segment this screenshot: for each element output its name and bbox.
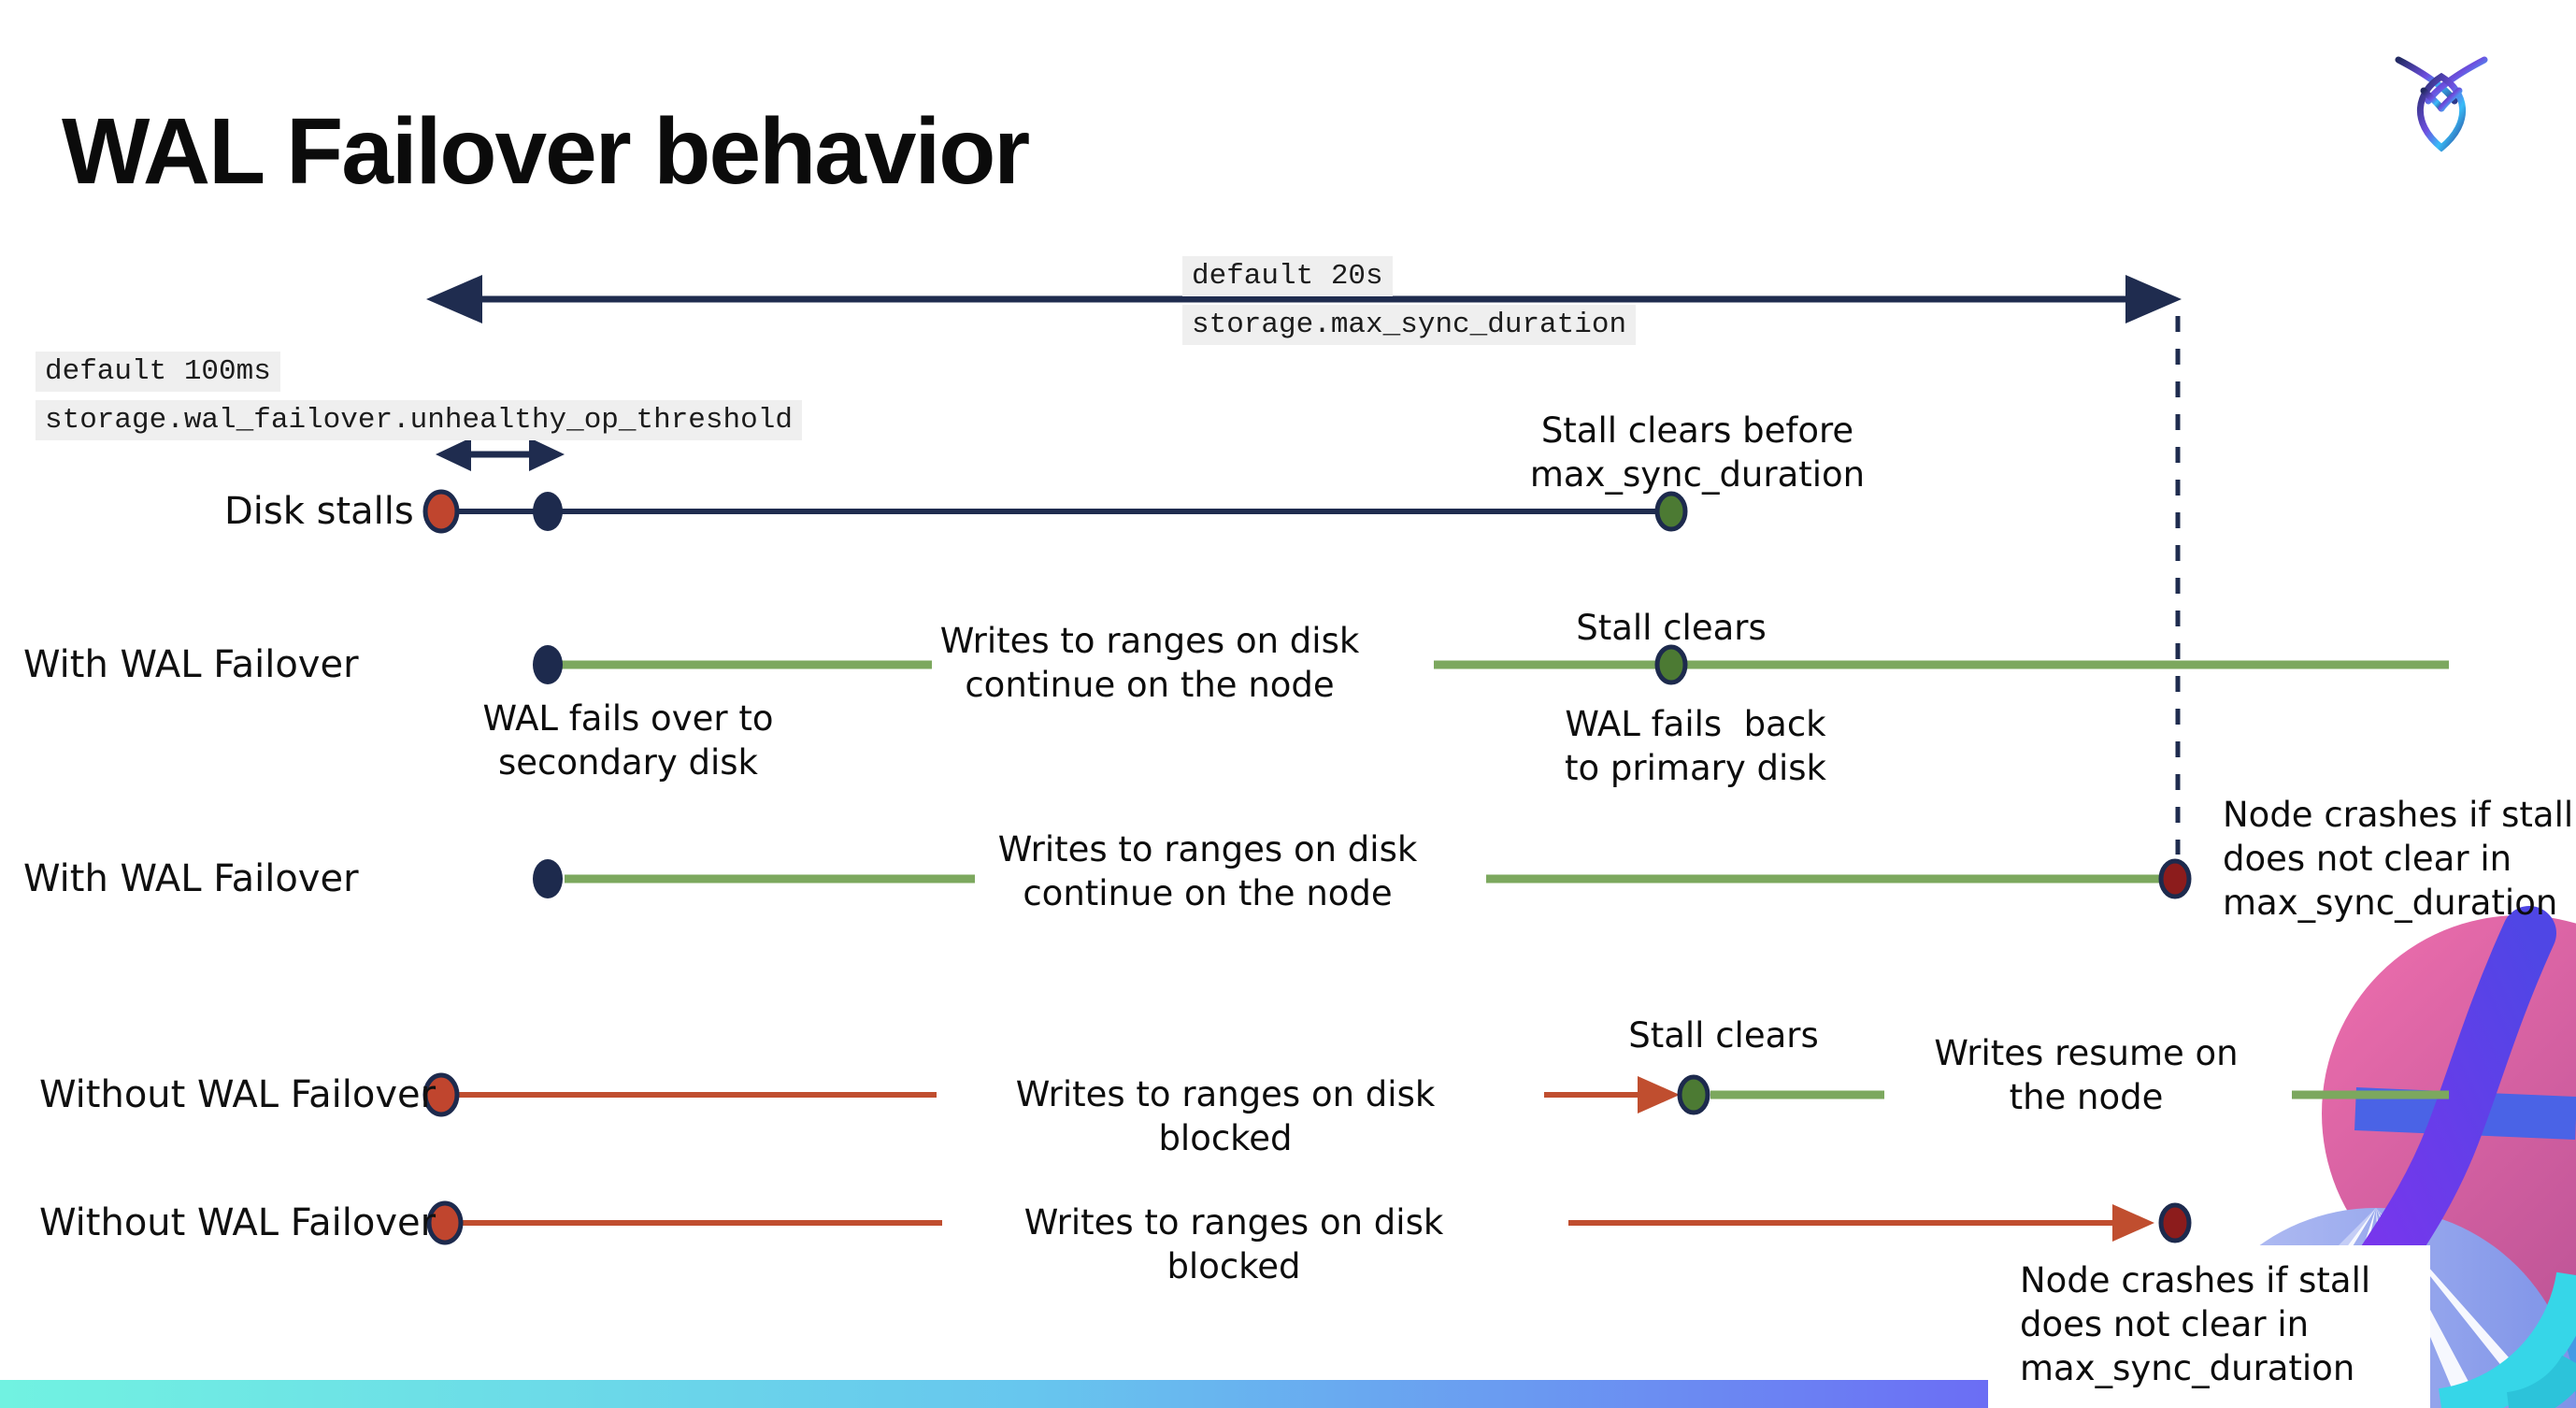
note-wal-fails-back: WAL fails back to primary disk xyxy=(1565,704,1826,788)
arrowhead-left-icon xyxy=(426,275,482,323)
failover-dot xyxy=(533,645,563,684)
max-sync-setting-label: storage.max_sync_duration xyxy=(1182,305,1637,345)
arrowhead-right-icon xyxy=(2112,1204,2154,1242)
timeline-row-disk-stalls xyxy=(422,489,1688,534)
artwork-cyan-swoosh xyxy=(2506,1355,2576,1408)
row-label-without-failover-1: Without WAL Failover xyxy=(39,1073,436,1116)
page-title: WAL Failover behavior xyxy=(62,99,1030,204)
stall-start-dot xyxy=(422,1072,460,1117)
note-stall-clears-2: Stall clears xyxy=(1628,1015,1819,1056)
artwork-cyan-swoosh xyxy=(2438,1272,2576,1408)
node-crash-dot xyxy=(2158,858,2192,899)
cockroachdb-logo-icon xyxy=(2395,56,2488,152)
note-stall-clears-1: Stall clears xyxy=(1576,608,1767,648)
node-crash-dot xyxy=(2158,1202,2192,1243)
stall-clears-dot xyxy=(1654,491,1688,532)
timeline-row-with-failover-1 xyxy=(533,644,2449,685)
note-writes-continue-2: Writes to ranges on disk continue on the… xyxy=(997,829,1418,913)
unhealthy-setting-label: storage.wal_failover.unhealthy_op_thresh… xyxy=(36,400,802,440)
note-writes-blocked-1: Writes to ranges on disk blocked xyxy=(1015,1074,1457,1158)
note-node-crashes-1: Node crashes if stall does not clear in … xyxy=(2223,795,2574,923)
note-writes-continue-1: Writes to ranges on disk continue on the… xyxy=(939,621,1360,705)
note-writes-resume: Writes resume on the node xyxy=(1934,1033,2239,1117)
timeline-row-without-failover-1 xyxy=(422,1072,2449,1117)
arrowhead-right-icon xyxy=(529,438,565,471)
note-wal-fails-over: WAL fails over to secondary disk xyxy=(482,698,774,783)
stall-start-dot xyxy=(426,1200,464,1245)
note-writes-blocked-2: Writes to ranges on disk blocked xyxy=(1023,1202,1466,1286)
stall-start-dot xyxy=(422,489,460,534)
row-label-with-failover-1: With WAL Failover xyxy=(23,643,359,686)
timeline-row-with-failover-2 xyxy=(533,858,2192,899)
max-sync-duration-arrow xyxy=(426,275,2182,323)
arrowhead-right-icon xyxy=(1638,1076,1680,1113)
stall-clears-dot xyxy=(1677,1074,1710,1115)
max-sync-default-label: default 20s xyxy=(1182,256,1393,296)
note-node-crashes-2: Node crashes if stall does not clear in … xyxy=(2020,1260,2371,1388)
note-stall-clears-before: Stall clears before max_sync_duration xyxy=(1529,410,1866,495)
stall-clears-dot xyxy=(1654,644,1688,685)
row-label-disk-stalls: Disk stalls xyxy=(224,490,414,533)
row-label-with-failover-2: With WAL Failover xyxy=(23,857,359,900)
arrowhead-right-icon xyxy=(2125,275,2182,323)
row-label-without-failover-2: Without WAL Failover xyxy=(39,1201,436,1244)
unhealthy-op-threshold-arrow xyxy=(436,438,565,471)
timeline-row-without-failover-2 xyxy=(426,1200,2192,1245)
failover-dot xyxy=(533,859,563,898)
unhealthy-default-label: default 100ms xyxy=(36,352,280,392)
node-crash-callout: Node crashes if stall does not clear in … xyxy=(1988,1245,2430,1408)
arrowhead-left-icon xyxy=(436,438,471,471)
threshold-dot xyxy=(533,492,563,531)
